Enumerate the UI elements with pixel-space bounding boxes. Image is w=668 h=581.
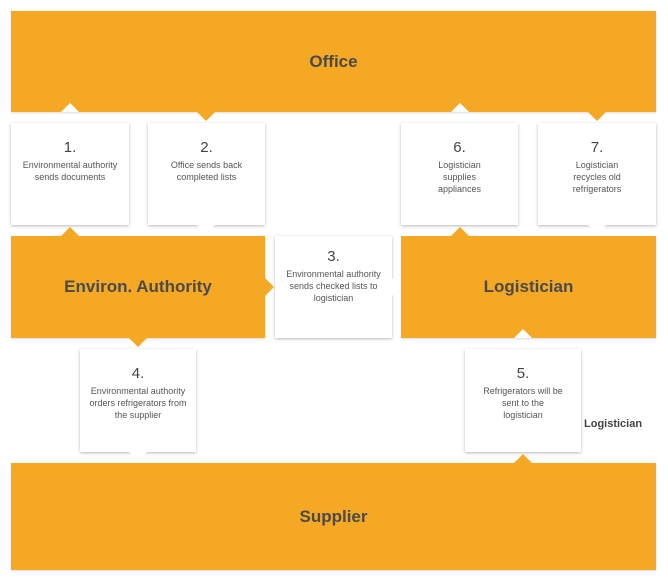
arrow-up-icon — [451, 103, 469, 112]
step-text: Refrigerators will be sent to the logist… — [483, 386, 563, 420]
supplier-label: Supplier — [299, 506, 368, 526]
step-text: Environmental authority sends checked li… — [286, 269, 381, 303]
arrow-down-icon — [129, 452, 147, 461]
arrow-down-icon — [129, 338, 147, 347]
step-text: Office sends back completed lists — [170, 160, 243, 182]
step-number: 4. — [131, 365, 145, 382]
arrow-up-icon — [61, 227, 79, 236]
step-number: 5. — [516, 365, 530, 382]
side-label: Logistician — [584, 418, 643, 430]
authority-label: Environ. Authority — [64, 277, 212, 296]
step-card-5: 5. Refrigerators will be sent to the log… — [465, 349, 581, 452]
logistician-label: Logistician — [483, 277, 574, 296]
arrow-up-icon — [514, 329, 532, 338]
step-number: 1. — [63, 139, 77, 156]
logistician-block: Logistician — [401, 236, 656, 338]
arrow-right-icon — [392, 278, 401, 296]
step-text: Environmental authority orders refrigera… — [89, 386, 187, 420]
step-text: Logistician supplies appliances — [437, 160, 482, 194]
step-card-6: 6. Logistician supplies appliances — [401, 123, 518, 225]
step-text: Logistician recycles old refrigerators — [572, 160, 622, 194]
step-card-2: 2. Office sends back completed lists — [148, 123, 265, 225]
arrow-down-icon — [197, 225, 215, 234]
step-number: 6. — [453, 139, 466, 156]
step-card-1: 1. Environmental authority sends documen… — [11, 123, 129, 225]
arrow-down-icon — [588, 112, 606, 121]
step-card-7: 7. Logistician recycles old refrigerator… — [538, 123, 656, 225]
step-card-3: 3. Environmental authority sends checked… — [275, 236, 392, 338]
arrow-up-icon — [514, 454, 532, 463]
supplier-block: Supplier — [11, 463, 656, 570]
arrow-up-icon — [61, 103, 79, 112]
step-card-4: 4. Environmental authority orders refrig… — [80, 349, 196, 452]
arrow-up-icon — [451, 227, 469, 236]
arrow-down-icon — [197, 112, 215, 121]
step-number: 2. — [200, 139, 213, 156]
office-label: Office — [309, 51, 358, 71]
office-block: Office — [11, 11, 656, 112]
step-text: Environmental authority sends documents — [22, 160, 118, 182]
authority-block: Environ. Authority — [11, 236, 265, 338]
arrow-down-icon — [588, 225, 606, 234]
step-number: 7. — [590, 139, 604, 156]
step-number: 3. — [327, 248, 340, 265]
arrow-right-icon — [265, 278, 274, 296]
